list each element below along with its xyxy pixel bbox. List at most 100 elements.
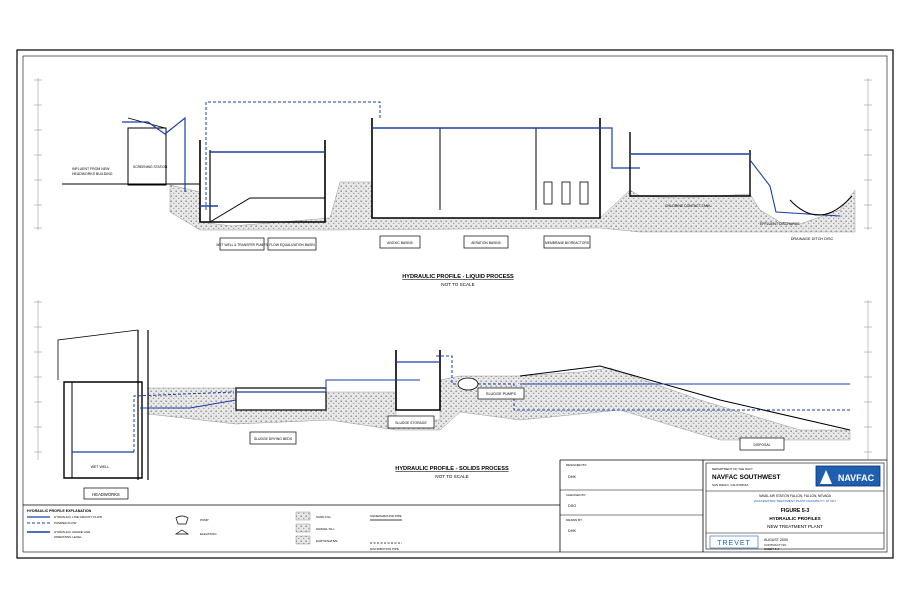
- effluent-line: [749, 159, 841, 217]
- contract-text: CONTRACT NO.: [764, 543, 787, 547]
- anoxic-label-box: ANOXIC BASINS: [379, 235, 421, 249]
- legend-pump-label: PUMP: [200, 518, 209, 522]
- drawing-border: [22, 55, 888, 553]
- right-elevation-scale: [864, 78, 872, 230]
- issue-date: AUGUST 2009: [764, 538, 788, 542]
- drying-beds: [235, 387, 327, 411]
- svg-text:AERATION BASINS: AERATION BASINS: [471, 241, 501, 245]
- study-text: WASTEWATER TREATMENT PLANT FEASIBILITY S…: [754, 499, 836, 503]
- org-name: NAVFAC SOUTHWEST: [712, 474, 780, 481]
- drawn-by-value: DHK: [568, 529, 576, 533]
- pumped-sludge-line: [133, 391, 235, 452]
- headworks-hydraulic-line: [122, 116, 186, 192]
- sludge-pumps-label-box: SLUDGE PUMPS: [477, 387, 525, 400]
- legend-panel: HYDRAULIC PROFILE EXPLANATION HYDRAULIC …: [23, 504, 560, 551]
- ground-fill: [169, 181, 856, 233]
- contact-tank-label: CHLORINE CONTACT TANK: [665, 204, 711, 208]
- permeate-line: [600, 127, 640, 169]
- svg-text:ANOXIC BASINS: ANOXIC BASINS: [387, 241, 413, 245]
- sludge-pump-symbol: [457, 377, 479, 391]
- org-city: SAN DIEGO, CALIFORNIA: [712, 483, 748, 487]
- earth-fill-swatch: [295, 535, 311, 545]
- sheet-border: [16, 49, 894, 559]
- legend-item-2: HYDRAULIC GRADE LINE: [54, 530, 90, 534]
- trevet-logo: [709, 535, 759, 549]
- legend-fill-1: GRAVEL FILL: [316, 527, 335, 531]
- membrane-cassette-2: [561, 181, 571, 205]
- sheet-text: SHEET 5-3: [764, 547, 779, 551]
- figure-number: FIGURE 5-3: [781, 508, 810, 514]
- storage-return-line: [325, 379, 420, 392]
- legend-pipe-0: UNDERGROUND PIPE: [370, 514, 402, 518]
- svg-text:FLOW EQUALIZATION BASIN: FLOW EQUALIZATION BASIN: [269, 243, 315, 247]
- svg-text:SLUDGE STORAGE: SLUDGE STORAGE: [395, 421, 427, 425]
- legend-elevation-label: ELEVATION: [200, 532, 216, 536]
- legend-pipe-1: DISTRIBUTION PIPE: [370, 547, 399, 551]
- designed-by-label: DESIGNED BY:: [566, 463, 587, 467]
- designed-by-value: DHK: [568, 475, 576, 479]
- svg-text:DISPOSAL: DISPOSAL: [754, 443, 771, 447]
- trevet-logo-text: TREVET: [717, 540, 751, 547]
- gravel-fill-swatch: [295, 523, 311, 533]
- headworks-label: HEADWORKS BUILDING: [72, 172, 113, 176]
- contact-tank: [629, 132, 751, 197]
- storage-label-box: SLUDGE STORAGE: [387, 415, 435, 429]
- solids-process-profile: WET WELL SLUDGE DRYING BEDS SLUDGE STORA…: [34, 300, 872, 500]
- legend-item-3: OPERATING LEVEL: [54, 535, 82, 539]
- headworks-roof: [127, 117, 166, 129]
- influent-label: INFLUENT FROM NEW: [72, 167, 110, 171]
- membrane-label-box: MEMBRANE BIOREACTORS: [543, 235, 591, 249]
- legend-fill-0: SAND FILL: [316, 515, 332, 519]
- membrane-cassette-1: [543, 181, 553, 205]
- drying-beds-label-box: SLUDGE DRYING BEDS: [249, 431, 297, 445]
- liquid-profile-subtitle: NOT TO SCALE: [441, 282, 474, 287]
- solids-wet-well: [63, 381, 143, 479]
- equalization-ramp: [209, 197, 325, 223]
- solids-profile-title: HYDRAULIC PROFILE - SOLIDS PROCESS: [395, 466, 509, 472]
- liquid-process-profile: INFLUENT FROM NEW HEADWORKS BUILDING SCR…: [34, 78, 872, 287]
- sludge-pump-line: [436, 355, 850, 411]
- headworks-label-box: HEADWORKS: [83, 487, 129, 500]
- elevation-icon: [174, 529, 190, 535]
- headworks-building: [127, 127, 167, 186]
- equalization-label-box: FLOW EQUALIZATION BASIN: [267, 237, 317, 251]
- screening-label: SCREENING STATION: [133, 165, 168, 169]
- svg-text:WET WELL & TRANSFER PUMPS: WET WELL & TRANSFER PUMPS: [216, 243, 268, 247]
- navfac-logo: [815, 465, 881, 487]
- drying-beds-feed: [140, 399, 237, 409]
- svg-text:HEADWORKS: HEADWORKS: [92, 492, 120, 497]
- drainage-ditch: [789, 195, 853, 216]
- right-elevation-scale-2: [864, 300, 872, 460]
- solids-profile-subtitle: NOT TO SCALE: [435, 474, 468, 479]
- figure-title-1: HYDRAULIC PROFILES: [769, 516, 820, 521]
- navfac-logo-mark: [820, 470, 832, 484]
- station-text: NAVAL AIR STATION FALLON, FALLON, NEVADA: [759, 494, 832, 498]
- department-text: DEPARTMENT OF THE NAVY: [712, 467, 753, 471]
- pump-icon: [175, 515, 189, 525]
- legend-item-1: PUMPED FLOW: [54, 521, 77, 525]
- legend-title: HYDRAULIC PROFILE EXPLANATION: [27, 509, 92, 513]
- sand-fill-swatch: [295, 511, 311, 521]
- effluent-label: EFFLUENT DISCHARGE: [760, 222, 800, 226]
- agency-panel: [705, 462, 885, 550]
- disposal-label-box: DISPOSAL: [739, 437, 785, 451]
- legend-fill-2: EARTH/NATIVE: [316, 539, 338, 543]
- left-elevation-scale: [34, 78, 42, 230]
- checked-by-value: DSG: [568, 504, 576, 508]
- bioreactor-structure: [371, 118, 601, 219]
- legend-item-0: HYDRAULIC LINE GRAVITY FLOW: [54, 515, 102, 519]
- headworks-building-2: [57, 329, 139, 380]
- membrane-cassette-3: [579, 181, 589, 205]
- aeration-label-box: AERATION BASINS: [463, 235, 509, 249]
- left-elevation-scale-2: [34, 300, 42, 460]
- figure-title-2: NEW TREATMENT PLANT: [767, 524, 823, 529]
- pumps-label-box: WET WELL & TRANSFER PUMPS: [216, 237, 269, 251]
- pumped-flow-line: [205, 101, 381, 210]
- wet-well-structure: [199, 140, 326, 223]
- drawn-by-label: DRAWN BY:: [566, 518, 583, 522]
- navfac-logo-text: NAVFAC: [838, 473, 875, 483]
- wet-well-label: WET WELL: [91, 465, 110, 469]
- svg-text:SLUDGE PUMPS: SLUDGE PUMPS: [486, 392, 517, 396]
- disposal-berm: [519, 365, 851, 431]
